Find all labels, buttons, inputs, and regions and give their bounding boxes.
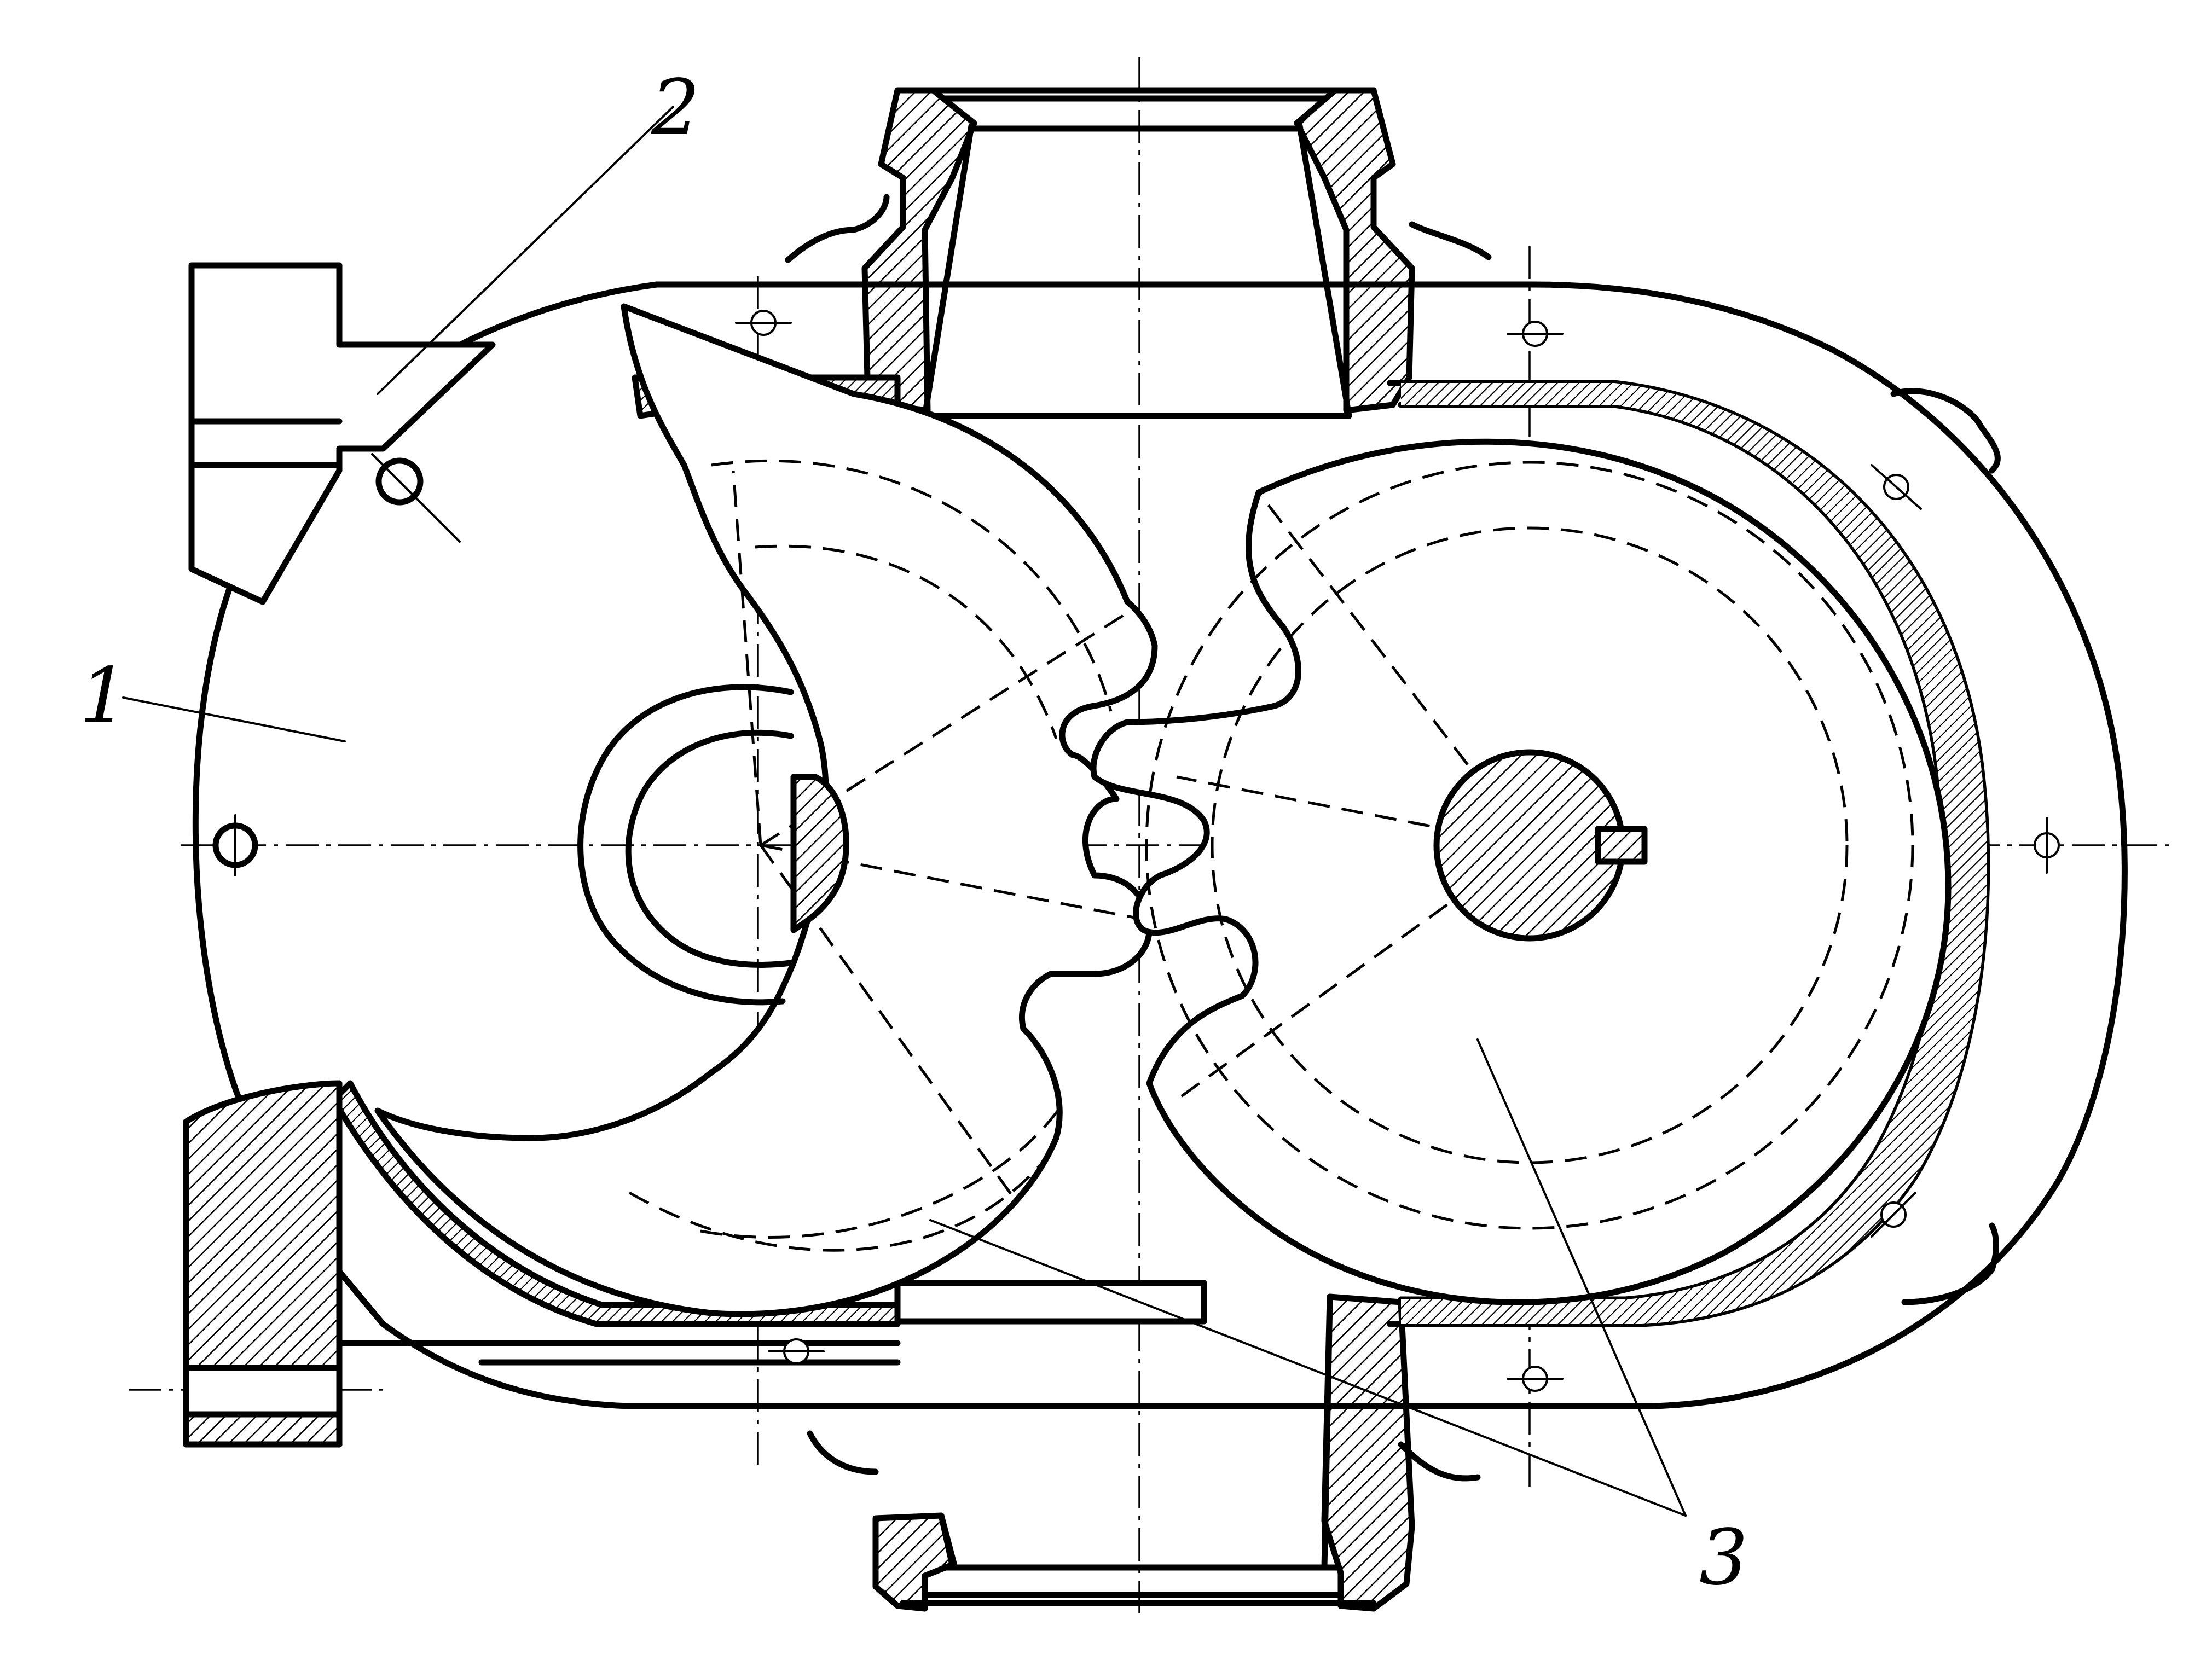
- callout-labels: 2 1 3: [79, 63, 1748, 1603]
- callout-leaders: [122, 106, 1687, 1517]
- callout-label-2: 2: [651, 63, 700, 153]
- gearbox-housing: [183, 262, 901, 1448]
- left-shaft-bearing: [577, 684, 849, 1006]
- bolt-icon: [1507, 321, 1564, 347]
- right-shaft: [1433, 749, 1648, 942]
- bolt-icon: [768, 1338, 825, 1365]
- bolt-icon: [1871, 464, 1922, 510]
- housing-lugs: [785, 194, 2001, 1482]
- bolt-icon: [735, 310, 792, 336]
- bolt-icon: [371, 453, 461, 543]
- callout-label-3: 3: [1699, 1513, 1748, 1603]
- bolt-icon: [1507, 1366, 1564, 1392]
- bolt-icon: [1871, 1192, 1916, 1238]
- top-inlet-flange: [861, 87, 1415, 419]
- callout-label-1: 1: [79, 652, 128, 741]
- bolts: [212, 310, 2060, 1392]
- bolt-icon: [212, 814, 258, 876]
- left-rotor: [374, 303, 1172, 1317]
- bolt-icon: [2034, 817, 2060, 874]
- bottom-outlet-flange: [872, 1280, 1415, 1612]
